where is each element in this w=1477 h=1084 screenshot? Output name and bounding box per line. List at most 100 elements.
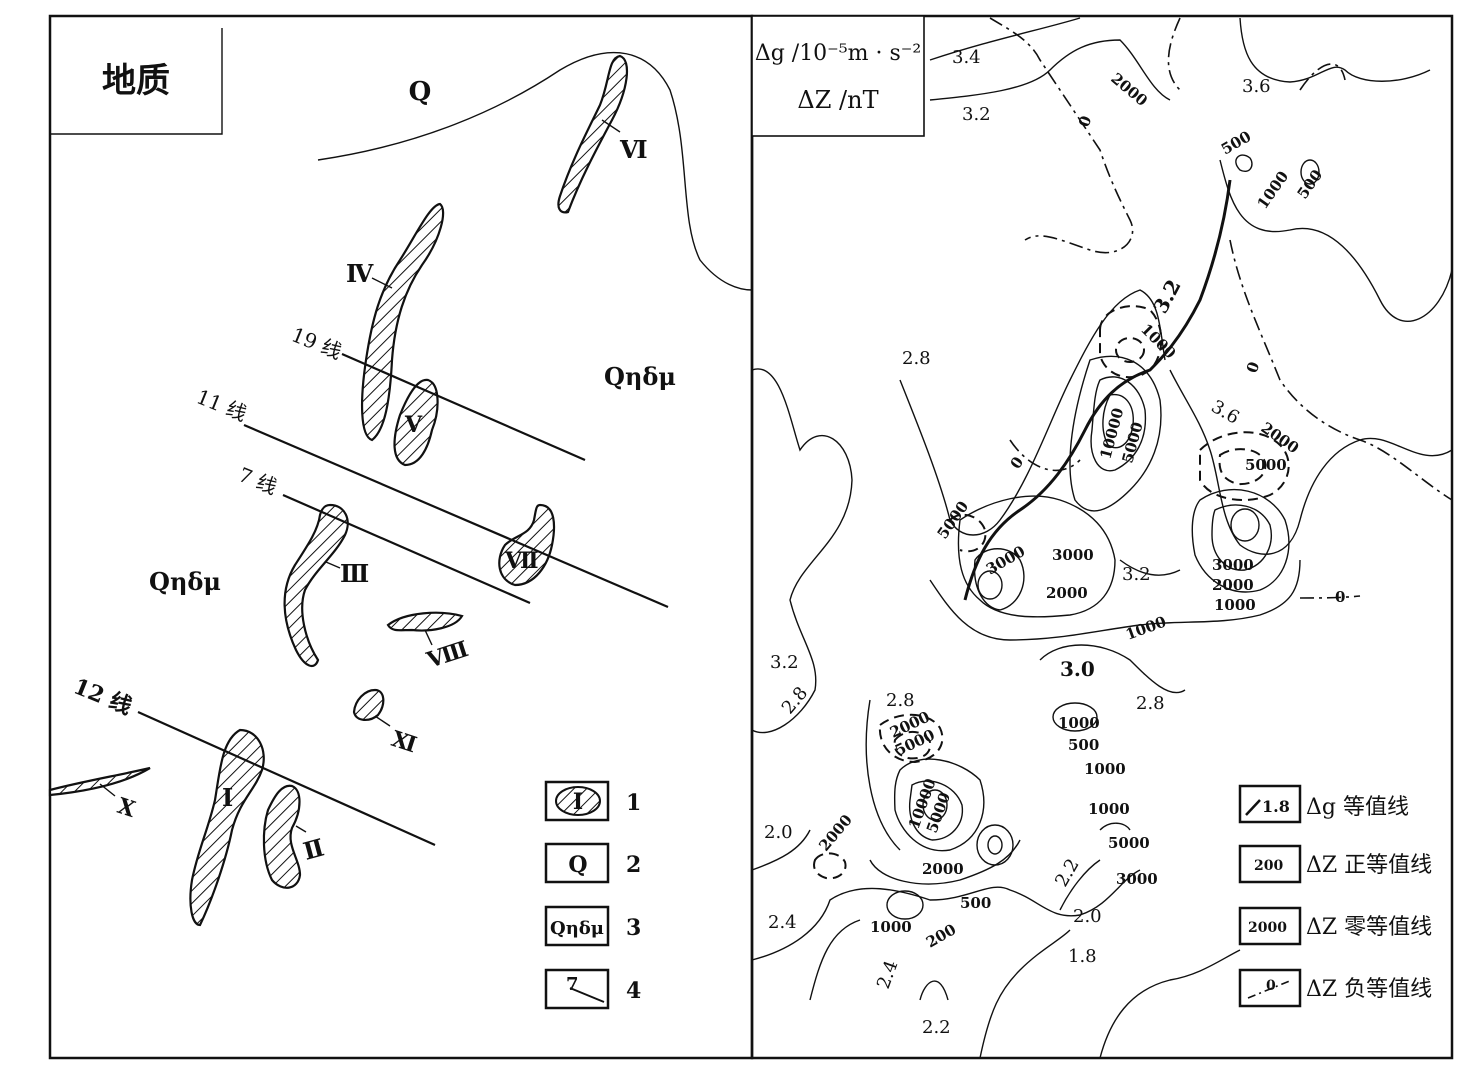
dz-label-14: 3000 <box>1052 546 1094 564</box>
dg-label-5: 2.8 <box>902 348 931 369</box>
survey-line-12-label: 12 线 <box>70 673 136 720</box>
orebody-label-vii: Ⅶ <box>504 548 539 574</box>
dz-zero-contours <box>989 17 1453 599</box>
legend-num-3: 3 <box>626 915 641 941</box>
dg-label-6: 3.6 <box>1208 396 1243 429</box>
orebody-iii <box>283 503 349 668</box>
dz-label-7: 0 <box>1243 359 1263 375</box>
title-box <box>50 28 223 135</box>
dz-label-21: 1000 <box>1123 613 1168 644</box>
dz-label-33: 2000 <box>922 860 964 878</box>
survey-line-11-label: 11 线 <box>193 384 250 426</box>
survey-line-19-label: 19 线 <box>288 322 345 364</box>
dz-label-16: 2000 <box>1046 584 1088 602</box>
orebody-x <box>48 766 151 797</box>
legend-dz-neg-symbol: 0 <box>1266 978 1276 994</box>
orebody-vii <box>498 503 556 587</box>
orebody-i <box>189 728 265 927</box>
dz-label-5: 500 <box>1294 166 1327 202</box>
legend-symbol-4: 7 <box>566 974 579 995</box>
dg-label-16: 2.4 <box>768 912 797 933</box>
left-legend: Ⅰ 1 Q 2 Qηδμ 3 7 4 <box>544 780 641 1010</box>
orebody-v <box>393 378 439 467</box>
dz-label-22: 1000 <box>1058 714 1100 732</box>
dg-label-7: 3.2 <box>1122 564 1151 585</box>
legend-symbol-2: Q <box>568 852 587 878</box>
legend-dz-pos-label: ΔZ 正等值线 <box>1306 853 1432 878</box>
dz-label-1: 2000 <box>1107 69 1151 110</box>
left-panel-frame <box>48 14 754 1060</box>
dg-labels: 3.4 3.2 3.6 3.2 2.8 3.6 3.2 3.0 3.2 2.8 … <box>764 47 1271 1038</box>
survey-line-19 <box>341 352 586 462</box>
dz-label-26: 5000 <box>1108 834 1150 852</box>
orebody-label-xi: Ⅺ <box>388 726 420 758</box>
survey-line-11 <box>243 423 669 609</box>
dg-label-19: 2.2 <box>922 1017 951 1038</box>
legend-dz-zero-label: ΔZ 零等值线 <box>1306 915 1432 940</box>
dg-contours <box>751 17 1453 1059</box>
orebody-iv <box>360 202 445 442</box>
dz-label-13: 5000 <box>934 498 973 543</box>
dz-label-36: 200 <box>923 920 959 951</box>
legend-symbol-3: Qηδμ <box>550 918 604 939</box>
dz-label-9: 5000 <box>1245 456 1287 474</box>
header-line-2: ΔZ /nT <box>797 86 878 114</box>
dz-label-18: 2000 <box>1212 576 1254 594</box>
dz-label-25: 1000 <box>1088 800 1130 818</box>
legend-symbol-1: Ⅰ <box>573 789 583 815</box>
orebody-label-v: Ⅴ <box>404 412 423 438</box>
orebody-label-iii: Ⅲ <box>340 559 369 588</box>
dg-label-8: 3.0 <box>1060 657 1095 681</box>
dz-label-17: 3000 <box>1212 556 1254 574</box>
orebody-label-iv: Ⅳ <box>346 259 374 288</box>
orebody-xi <box>352 688 385 721</box>
dg-label-17: 2.4 <box>873 958 903 992</box>
orebody-viii <box>386 611 464 632</box>
quaternary-boundary <box>317 51 753 291</box>
dz-label-34: 500 <box>960 894 991 912</box>
dz-negative-contours <box>813 305 1290 880</box>
legend-dg-symbol: 1.8 <box>1262 797 1290 816</box>
unit-qnd-right-label: Qηδμ <box>604 362 676 391</box>
dg-label-2: 3.2 <box>962 104 991 125</box>
dz-label-4: 1000 <box>1254 168 1293 213</box>
dz-label-35: 1000 <box>870 918 912 936</box>
unit-q-label: Q <box>409 77 432 107</box>
dz-label-24: 1000 <box>1084 760 1126 778</box>
header-box <box>751 15 925 137</box>
dz-label-19: 1000 <box>1214 596 1256 614</box>
dg-label-13: 2.0 <box>764 822 793 843</box>
dz-label-20: 0 <box>1335 588 1345 606</box>
dz-label-23: 500 <box>1068 736 1099 754</box>
legend-dz-zero-symbol: 2000 <box>1248 920 1287 936</box>
dz-label-27: 3000 <box>1116 870 1158 888</box>
orebody-vi <box>557 54 628 214</box>
dg-label-1: 3.4 <box>952 47 981 68</box>
dg-label-3: 3.6 <box>1242 76 1271 97</box>
left-panel-title: 地质 <box>102 61 170 101</box>
dg-label-12: 2.8 <box>1136 693 1165 714</box>
right-panel-frame <box>750 14 1454 1060</box>
dg-3.2-thick-line <box>963 179 1232 601</box>
legend-num-2: 2 <box>626 852 641 878</box>
legend-dg-label: Δg 等值线 <box>1306 795 1409 820</box>
legend-dz-pos-symbol: 200 <box>1254 858 1283 874</box>
orebody-label-vi: Ⅵ <box>619 135 648 164</box>
right-anomaly-panel: Δg /10⁻⁵m · s⁻² ΔZ /nT <box>750 14 1454 1060</box>
orebody-ii <box>262 784 302 889</box>
right-legend: 1.8 Δg 等值线 200 ΔZ 正等值线 2000 ΔZ 零等值线 0 ΔZ… <box>1238 784 1432 1008</box>
dg-label-11: 2.8 <box>886 690 915 711</box>
left-geology-panel: 地质 Q Qηδμ Qηδμ 19 线 11 线 7 线 12 线 Ⅵ Ⅳ Ⅴ … <box>48 14 754 1060</box>
orebody-label-ii: Ⅱ <box>300 833 327 866</box>
legend-num-4: 4 <box>626 978 641 1004</box>
legend-dz-neg-label: ΔZ 负等值线 <box>1306 977 1432 1002</box>
dz-positive-contours <box>869 154 1320 920</box>
orebody-label-x: Ⅹ <box>114 793 139 823</box>
dg-label-14: 2.2 <box>1051 855 1084 890</box>
dz-label-6: 1000 <box>1137 320 1179 362</box>
dg-label-18: 1.8 <box>1068 946 1097 967</box>
header-line-1: Δg /10⁻⁵m · s⁻² <box>755 41 921 66</box>
dz-label-3: 500 <box>1218 127 1254 158</box>
